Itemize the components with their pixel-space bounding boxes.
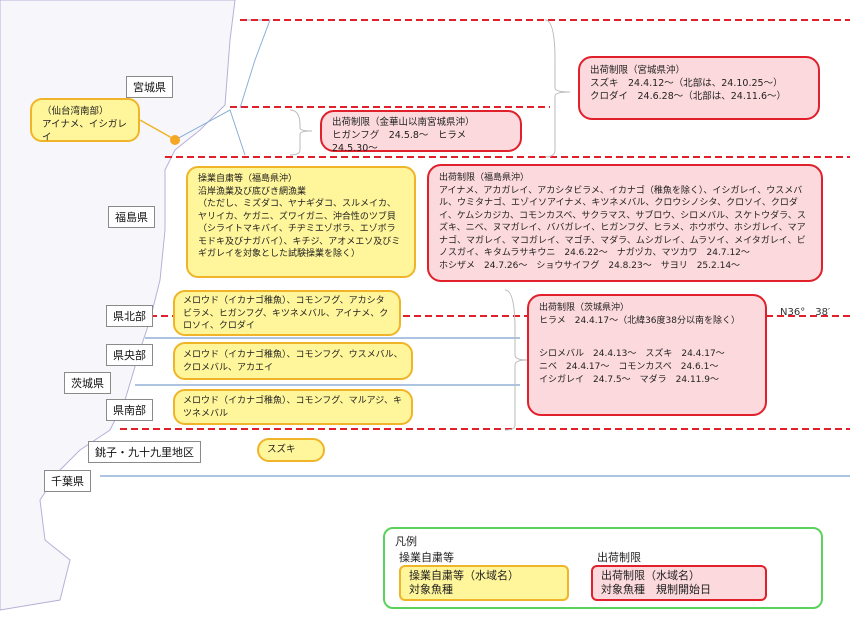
box-title: 出荷制限（茨城県沖） bbox=[539, 303, 630, 313]
label-ibaraki-north: 県北部 bbox=[106, 305, 153, 327]
fukushima-restriction-box: 出荷制限（福島県沖） アイナメ、アカガレイ、アカシタビラメ、イカナゴ（稚魚を除く… bbox=[427, 164, 823, 282]
box-body: メロウド（イカナゴ稚魚）、コモンフグ、アカシタビラメ、ヒガンフグ、キツネメバル、… bbox=[183, 296, 389, 331]
area-boundary-lines bbox=[100, 337, 850, 477]
label-fukushima: 福島県 bbox=[108, 206, 155, 228]
box-body: 沿岸漁業及び底びき網漁業 （ただし、ミズダコ、ヤナギダコ、スルメイカ、ヤリイカ、… bbox=[198, 186, 401, 260]
label-ibaraki-south: 県南部 bbox=[106, 399, 153, 421]
label-choshi: 銚子・九十九里地区 bbox=[88, 441, 201, 463]
box-line: シロメバル 24.4.13～ スズキ 24.4.17～ bbox=[539, 349, 725, 359]
ibaraki-restriction-box: 出荷制限（茨城県沖） ヒラメ 24.4.17～（北緯36度38分以南を除く） シ… bbox=[527, 294, 767, 416]
kinkasan-restriction-box: 出荷制限（金華山以南宮城県沖） ヒガンフグ 24.5.8～ ヒラメ 24.5.3… bbox=[320, 110, 522, 154]
legend-line: 出荷制限（水域名） bbox=[601, 569, 700, 582]
box-title: 操業自粛等（福島県沖） bbox=[198, 174, 298, 184]
box-line: ヒガンフグ 24.5.8～ ヒラメ 24.5.30～ bbox=[332, 130, 476, 154]
latitude-label: N36° 38′ bbox=[780, 307, 831, 318]
ibaraki-central-box: メロウド（イカナゴ稚魚）、コモンフグ、ウスメバル、クロメバル、アカエイ bbox=[173, 342, 413, 380]
ibaraki-south-box: メロウド（イカナゴ稚魚）、コモンフグ、マルアジ、キツネメバル bbox=[173, 389, 413, 425]
sendai-bay-box: （仙台湾南部） アイナメ、イシガレイ bbox=[30, 98, 140, 143]
box-title: 出荷制限（福島県沖） bbox=[439, 173, 530, 183]
legend: 凡例 操業自粛等 出荷制限 操業自粛等（水域名） 対象魚種 出荷制限（水域名） … bbox=[383, 527, 823, 609]
box-line: ニベ 24.4.17～ コモンカスベ 24.6.1～ bbox=[539, 362, 719, 372]
box-body: メロウド（イカナゴ稚魚）、コモンフグ、マルアジ、キツネメバル bbox=[183, 396, 402, 419]
legend-line: 対象魚種 規制開始日 bbox=[601, 583, 711, 596]
box-line: ヒラメ 24.4.17～（北緯36度38分以南を除く） bbox=[539, 316, 740, 326]
legend-line: 操業自粛等（水域名） bbox=[409, 569, 519, 582]
label-ibaraki-central: 県央部 bbox=[106, 344, 153, 366]
box-line: スズキ 24.4.12～（北部は、24.10.25～） bbox=[590, 78, 783, 89]
box-line: イシガレイ 24.7.5～ マダラ 24.11.9～ bbox=[539, 375, 719, 385]
label-ibaraki: 茨城県 bbox=[64, 372, 111, 394]
label-chiba: 千葉県 bbox=[44, 470, 91, 492]
legend-line: 対象魚種 bbox=[409, 583, 453, 596]
label-miyagi: 宮城県 bbox=[126, 76, 173, 98]
legend-voluntary-sample: 操業自粛等（水域名） 対象魚種 bbox=[399, 565, 569, 601]
fukushima-voluntary-box: 操業自粛等（福島県沖） 沿岸漁業及び底びき網漁業 （ただし、ミズダコ、ヤナギダコ… bbox=[186, 166, 416, 278]
box-body: アイナメ、アカガレイ、アカシタビラメ、イカナゴ（稚魚を除く）、イシガレイ、ウスメ… bbox=[439, 185, 806, 271]
box-body: メロウド（イカナゴ稚魚）、コモンフグ、ウスメバル、クロメバル、アカエイ bbox=[183, 350, 403, 373]
sendai-bay-marker bbox=[170, 135, 180, 145]
legend-restriction-sample: 出荷制限（水域名） 対象魚種 規制開始日 bbox=[591, 565, 767, 601]
box-title: （仙台湾南部） bbox=[42, 106, 109, 117]
box-title: 出荷制限（金華山以南宮城県沖） bbox=[332, 117, 475, 128]
ibaraki-north-box: メロウド（イカナゴ稚魚）、コモンフグ、アカシタビラメ、ヒガンフグ、キツネメバル、… bbox=[173, 290, 401, 336]
legend-title: 凡例 bbox=[395, 535, 417, 548]
miyagi-restriction-box: 出荷制限（宮城県沖） スズキ 24.4.12～（北部は、24.10.25～） ク… bbox=[578, 56, 820, 120]
box-line: クロダイ 24.6.28～（北部は、24.11.6～） bbox=[590, 91, 787, 102]
choshi-box: スズキ bbox=[257, 438, 325, 462]
legend-restriction-heading: 出荷制限 bbox=[597, 551, 641, 564]
legend-voluntary-heading: 操業自粛等 bbox=[399, 551, 454, 564]
box-body: スズキ bbox=[267, 444, 296, 455]
box-species: アイナメ、イシガレイ bbox=[42, 119, 127, 143]
box-title: 出荷制限（宮城県沖） bbox=[590, 65, 686, 76]
